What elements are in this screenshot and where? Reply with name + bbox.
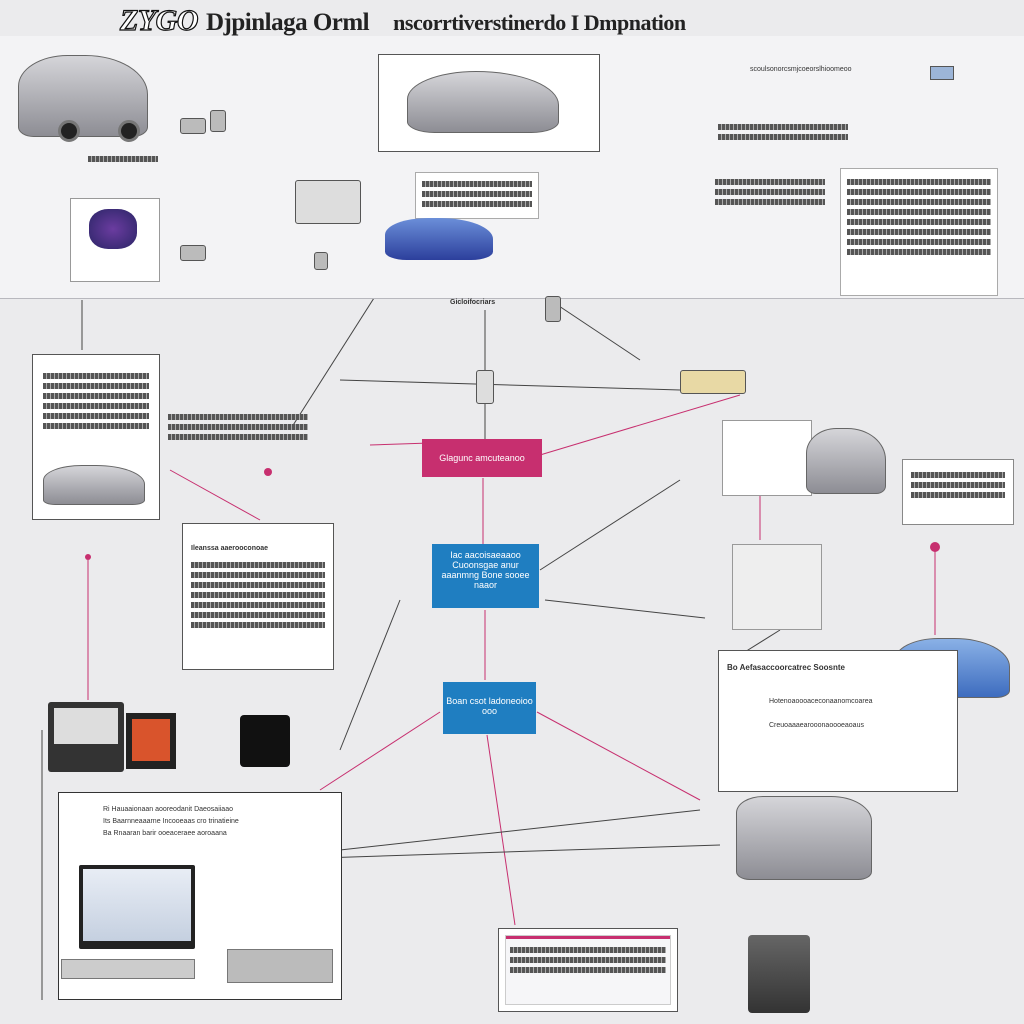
- top-right-text: [718, 120, 848, 144]
- title-logo: ZYGO: [119, 3, 199, 37]
- blue-box-1-line1: Iac aacoisaeaaoo: [450, 550, 521, 560]
- right-box-bullet-2: Creuoaaaearooonaoooeaoaus: [769, 722, 864, 729]
- connector-icon: [180, 245, 206, 261]
- sedan-image: [43, 465, 145, 505]
- connector-icon: [180, 118, 206, 134]
- engine-icon: [89, 209, 137, 249]
- sports-car-box: [378, 54, 600, 152]
- sports-car-image: [407, 71, 559, 133]
- diagnostic-tool-image: [295, 180, 361, 224]
- right-detail-box: Bo Aefasaccoorcatrec Soosnte Hotenoaoooa…: [718, 650, 958, 792]
- blue-box-2-line1: Boan csot ladoneoioo: [446, 696, 533, 706]
- small-device-icon: [930, 66, 954, 80]
- plug-icon: [210, 110, 226, 132]
- device-photo: [722, 420, 812, 496]
- wheel-icon: [58, 120, 80, 142]
- obd-device-image: [240, 715, 290, 767]
- title-tail: nscorrtiverstinerdo I Dmpnation: [393, 10, 686, 35]
- monitor-image: [79, 865, 195, 949]
- software-screen-box: [498, 928, 678, 1012]
- right-box-bullet-1: Hotenoaoooaceconaanomcoarea: [769, 698, 873, 705]
- engine-image: [70, 198, 160, 282]
- laptop-image: [48, 702, 124, 772]
- blue-box-2-line2: ooo: [481, 706, 498, 716]
- bottom-note-1: Ri Hauaaionaan aooreodanit Daeosaiiaao: [103, 806, 233, 813]
- right-note-box: [902, 459, 1014, 525]
- blue-car-image: [385, 218, 493, 260]
- right-text-block: [715, 175, 825, 209]
- bottom-note-3: Ba Rnaaran barir ooeaceraee aoroaana: [103, 830, 227, 837]
- yellow-device-image: [680, 370, 746, 394]
- blue-box-1-line3: aaanmng Bone sooee: [441, 570, 530, 580]
- suv-caption: [88, 152, 158, 166]
- plug-icon: [545, 296, 561, 322]
- left-text-block: [168, 410, 308, 444]
- hanging-scanner-image: [748, 935, 810, 1013]
- left-brochure-box: [32, 354, 160, 520]
- engine-scanner-image: [732, 544, 822, 630]
- van-image: [736, 796, 872, 880]
- device-base-image: [227, 949, 333, 983]
- keyboard-image: [61, 959, 195, 979]
- right-info-box: [840, 168, 998, 296]
- sensor-icon: [476, 370, 494, 404]
- blue-process-box-1: Iac aacoisaeaaoo Cuoonsgae anur aaanmng …: [432, 544, 539, 608]
- mid-label: Gicloifocriars: [450, 299, 496, 306]
- title-main: Djpinlaga Orml: [205, 9, 370, 36]
- scan-tool-image: [126, 713, 176, 769]
- center-info-box: [415, 172, 539, 219]
- bottom-left-box: Ri Hauaaionaan aooreodanit Daeosaiiaao I…: [58, 792, 342, 1000]
- right-box-heading: Bo Aefasaccoorcatrec Soosnte: [727, 663, 845, 672]
- pink-process-box: Glagunc amcuteanoo: [422, 439, 542, 477]
- top-note: scoulsonorcsmjcoeorslhioomeoo: [750, 66, 852, 73]
- left-mid-box: Ileanssa aaerooconoae: [182, 523, 334, 670]
- plug-icon: [314, 252, 328, 270]
- blue-box-1-line2: Cuoonsgae anur: [452, 560, 519, 570]
- left-mid-heading: Ileanssa aaerooconoae: [191, 545, 269, 552]
- wheel-icon: [118, 120, 140, 142]
- blue-process-box-2: Boan csot ladoneoioo ooo: [443, 682, 536, 734]
- blue-box-1-line4: naaor: [473, 580, 498, 590]
- bottom-note-2: Its Baarnneaaarne Incooeaas cro trinatie…: [103, 818, 239, 825]
- car-photo: [806, 428, 886, 494]
